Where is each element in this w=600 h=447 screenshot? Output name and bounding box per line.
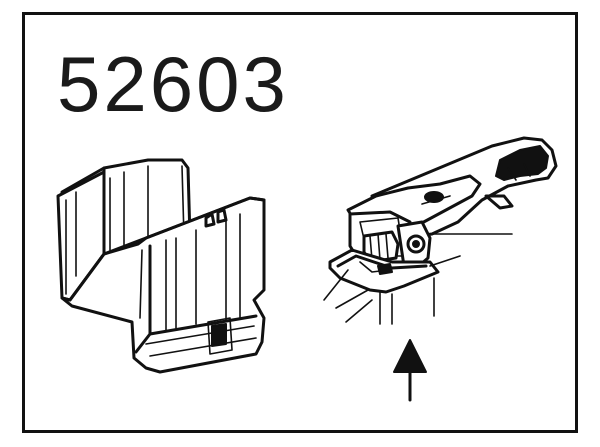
arrow-head — [393, 339, 427, 373]
clamp-body-seam — [421, 195, 451, 205]
cup-slot-frame — [207, 317, 233, 355]
cup-slot — [211, 323, 227, 347]
cup-left-ribs — [65, 191, 77, 295]
clamp-tool-drawing — [323, 136, 558, 325]
clamp-foot-lip — [336, 254, 428, 270]
cup-tab-right — [216, 208, 228, 224]
cup-back-ribs — [109, 165, 185, 251]
clamp-guide-left — [323, 269, 373, 323]
clamp-lever — [484, 194, 514, 210]
cup-inner-lip — [68, 196, 266, 302]
clamp-roller — [362, 230, 400, 264]
clamp-guide-vertical — [379, 277, 435, 325]
cup-base-lines — [145, 325, 257, 357]
clamp-foot-slot — [377, 263, 393, 275]
clamp-handle-grip — [495, 145, 549, 181]
clamp-guide-lines — [429, 233, 513, 267]
clamp-pivot-center — [412, 240, 420, 248]
cup-tab-left — [204, 212, 216, 228]
cup-bowl-ribs — [165, 213, 241, 331]
cup-bottom-seam — [148, 314, 258, 336]
clamp-grip-ribs — [507, 163, 531, 181]
part-number-label: 52603 — [57, 40, 289, 128]
arrow-up-icon — [393, 339, 427, 402]
holder-cup-drawing — [56, 158, 266, 374]
